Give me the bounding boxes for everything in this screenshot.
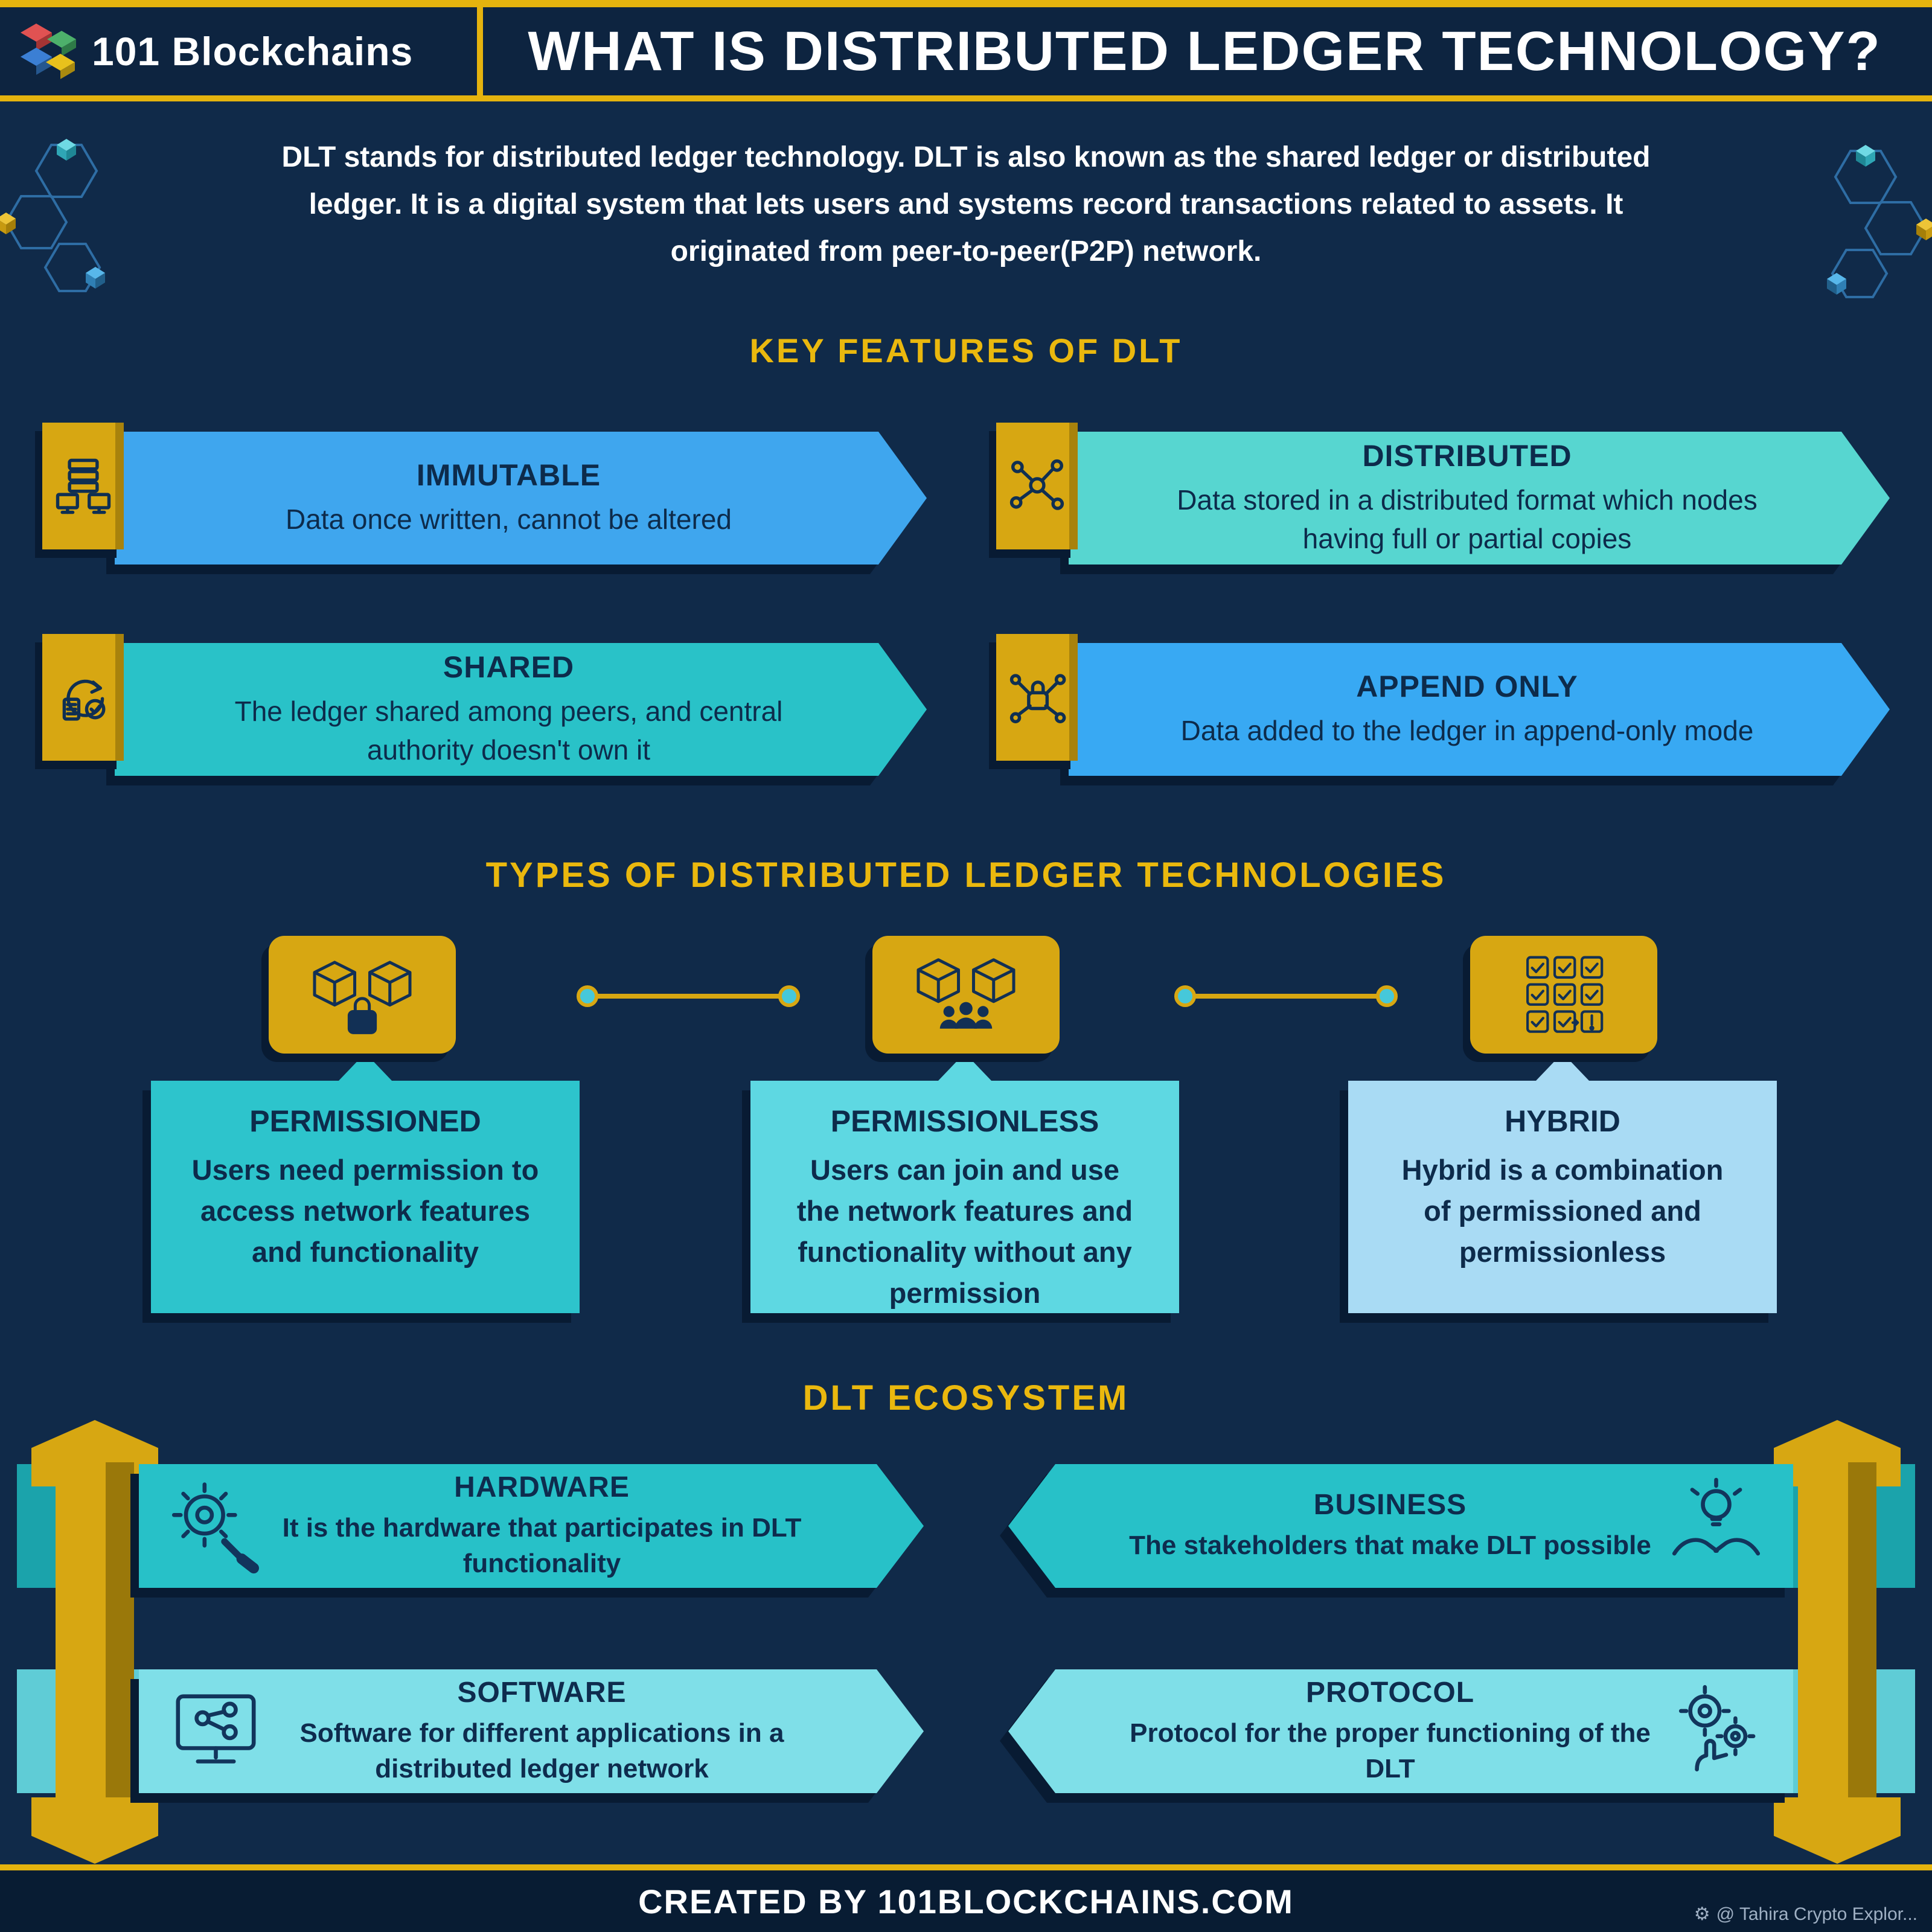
ecosystem-desc: The stakeholders that make DLT possible — [1129, 1531, 1651, 1561]
type-desc: Hybrid is a combination of permissioned … — [1401, 1154, 1724, 1268]
ecosystem-desc: It is the hardware that participates in … — [282, 1512, 802, 1578]
feature-banner-shared: SHARED The ledger shared among peers, an… — [115, 643, 927, 776]
shared-icon-box — [42, 634, 124, 761]
hexagon-decoration-right-icon — [1827, 145, 1932, 298]
ecosystem-banner-hardware: HARDWARE It is the hardware that partici… — [139, 1464, 924, 1588]
connector-line — [586, 994, 790, 999]
connector-dot-icon — [1174, 985, 1196, 1007]
ecosystem-desc: Software for different applications in a… — [299, 1718, 784, 1783]
checklist-icon — [1526, 956, 1604, 1033]
ecosystem-banner-protocol: PROTOCOL Protocol for the proper functio… — [1008, 1669, 1793, 1793]
ecosystem-banner-business: BUSINESS The stakeholders that make DLT … — [1008, 1464, 1793, 1588]
connector-line-1 — [577, 985, 800, 1007]
footer-border-line — [0, 1864, 1932, 1870]
type-title: PERMISSIONLESS — [830, 1104, 1099, 1138]
brand-name: 101 Blockchains — [92, 29, 414, 74]
ecosystem-banner-software: SOFTWARE Software for different applicat… — [139, 1669, 924, 1793]
type-title: PERMISSIONED — [249, 1104, 481, 1138]
connector-dot-icon — [1376, 985, 1398, 1007]
top-border-line — [0, 0, 1932, 7]
intro-paragraph: DLT stands for distributed ledger techno… — [281, 141, 1651, 267]
monitor-share-icon — [166, 1681, 266, 1781]
feature-banner-immutable: IMMUTABLE Data once written, cannot be a… — [115, 432, 927, 565]
page-title: WHAT IS DISTRIBUTED LEDGER TECHNOLOGY? — [528, 20, 1881, 82]
type-desc: Users can join and use the network featu… — [796, 1154, 1133, 1310]
ecosystem-desc: Protocol for the proper functioning of t… — [1130, 1718, 1651, 1783]
watermark-text: @ Tahira Crypto Explor... — [1716, 1904, 1918, 1924]
cubes-people-icon — [916, 958, 1016, 1029]
ecosystem-title: PROTOCOL — [1305, 1676, 1475, 1709]
type-title: HYBRID — [1505, 1104, 1620, 1138]
ecosystem-title: HARDWARE — [454, 1471, 630, 1503]
feature-desc: The ledger shared among peers, and centr… — [234, 695, 783, 766]
cubes-lock-icon — [313, 960, 412, 1034]
blockchain-cubes-logo-icon — [21, 24, 76, 79]
feature-title: IMMUTABLE — [416, 458, 601, 492]
gear-screwdriver-icon — [166, 1476, 266, 1576]
permissionless-icon-box — [872, 936, 1060, 1054]
feature-desc: Data stored in a distributed format whic… — [1177, 484, 1758, 554]
type-card-hybrid: HYBRID Hybrid is a combination of permis… — [1348, 1081, 1777, 1313]
header-divider — [477, 7, 483, 95]
hybrid-icon-box — [1470, 936, 1657, 1054]
immutable-icon-box — [42, 423, 124, 549]
hands-bulb-icon — [1672, 1477, 1761, 1555]
features-section-heading: KEY FEATURES OF DLT — [749, 331, 1183, 369]
feature-title: DISTRIBUTED — [1362, 438, 1572, 473]
feature-desc: Data once written, cannot be altered — [285, 503, 732, 535]
type-desc: Users need permission to access network … — [191, 1154, 539, 1268]
type-card-permissionless: PERMISSIONLESS Users can join and use th… — [750, 1081, 1179, 1313]
left-pillar-decoration — [31, 1420, 158, 1864]
permissioned-icon-box — [269, 936, 456, 1054]
feature-banner-append-only: APPEND ONLY Data added to the ledger in … — [1069, 643, 1890, 776]
footer-credit-text: CREATED BY 101BLOCKCHAINS.COM — [638, 1882, 1294, 1921]
feature-desc: Data added to the ledger in append-only … — [1180, 714, 1754, 746]
types-section-heading: TYPES OF DISTRIBUTED LEDGER TECHNOLOGIES — [485, 856, 1447, 895]
feature-title: SHARED — [443, 650, 575, 684]
network-nodes-icon — [1009, 459, 1064, 510]
footer-bar: CREATED BY 101BLOCKCHAINS.COM — [0, 1870, 1932, 1932]
feature-banner-distributed: DISTRIBUTED Data stored in a distributed… — [1069, 432, 1890, 565]
header-underline — [0, 95, 1932, 101]
right-pillar-decoration — [1774, 1420, 1901, 1864]
brand-block: 101 Blockchains — [18, 19, 413, 83]
ecosystem-section-heading: DLT ECOSYSTEM — [802, 1378, 1130, 1418]
gears-hand-icon — [1678, 1684, 1756, 1771]
connector-dot-icon — [577, 985, 598, 1007]
connector-line — [1184, 994, 1388, 999]
shared-ledger-icon — [62, 679, 105, 721]
feature-title: APPEND ONLY — [1356, 669, 1578, 703]
hexagon-decoration-left-icon — [0, 139, 105, 292]
distributed-icon-box — [996, 423, 1078, 549]
ecosystem-title: SOFTWARE — [457, 1676, 627, 1709]
append-only-icon-box — [996, 634, 1078, 761]
pillar-shaft — [56, 1462, 134, 1822]
pillar-shaft — [1798, 1462, 1876, 1822]
type-card-permissioned: PERMISSIONED Users need permission to ac… — [151, 1081, 580, 1313]
gear-icon: ⚙ — [1694, 1904, 1710, 1924]
pillar-cap — [1774, 1797, 1901, 1864]
connector-dot-icon — [778, 985, 800, 1007]
header-bar: 101 Blockchains WHAT IS DISTRIBUTED LEDG… — [0, 7, 1932, 95]
ecosystem-title: BUSINESS — [1313, 1489, 1467, 1521]
connector-line-2 — [1174, 985, 1398, 1007]
append-lock-icon — [1009, 674, 1066, 724]
watermark-credit: ⚙ @ Tahira Crypto Explor... — [1694, 1904, 1918, 1925]
pillar-cap — [31, 1797, 158, 1864]
servers-icon — [56, 458, 110, 514]
